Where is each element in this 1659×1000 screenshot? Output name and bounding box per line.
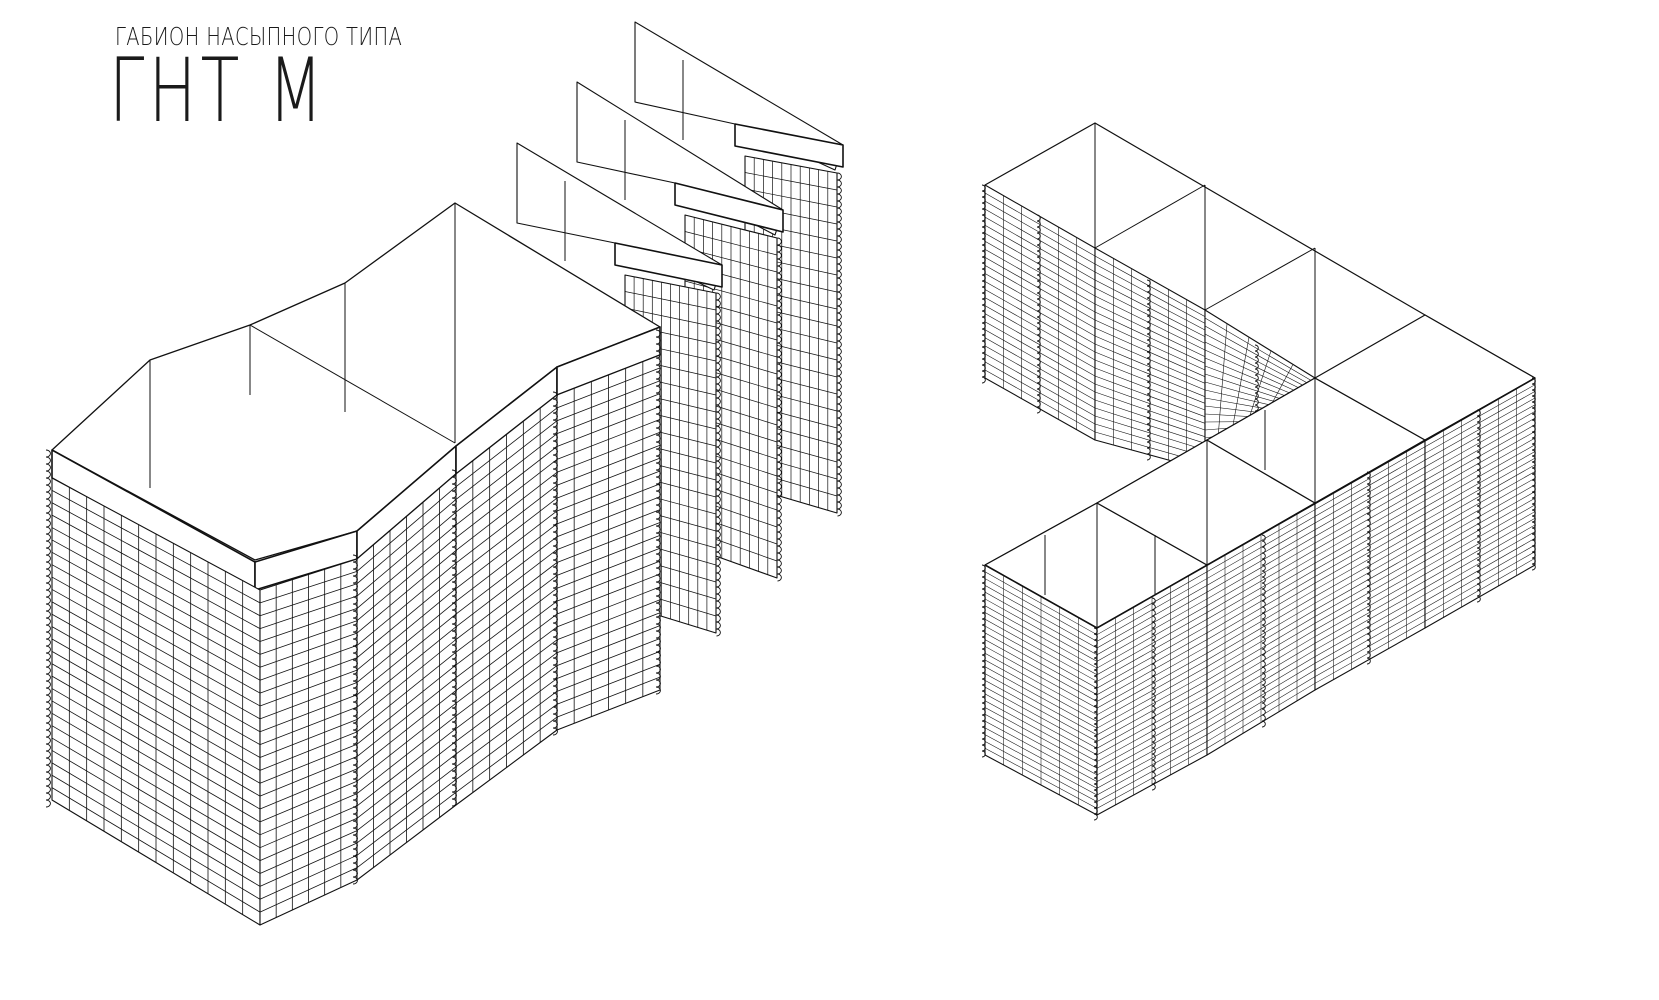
drawing-title: ГНТ М: [109, 39, 328, 142]
right-lower-row: [981, 314, 1536, 821]
drawing-subtitle: ГАБИОН НАСЫПНОГО ТИПА: [115, 22, 403, 51]
left-spiral-hinges: [45, 329, 661, 885]
left-mesh-walls: [51, 354, 661, 926]
